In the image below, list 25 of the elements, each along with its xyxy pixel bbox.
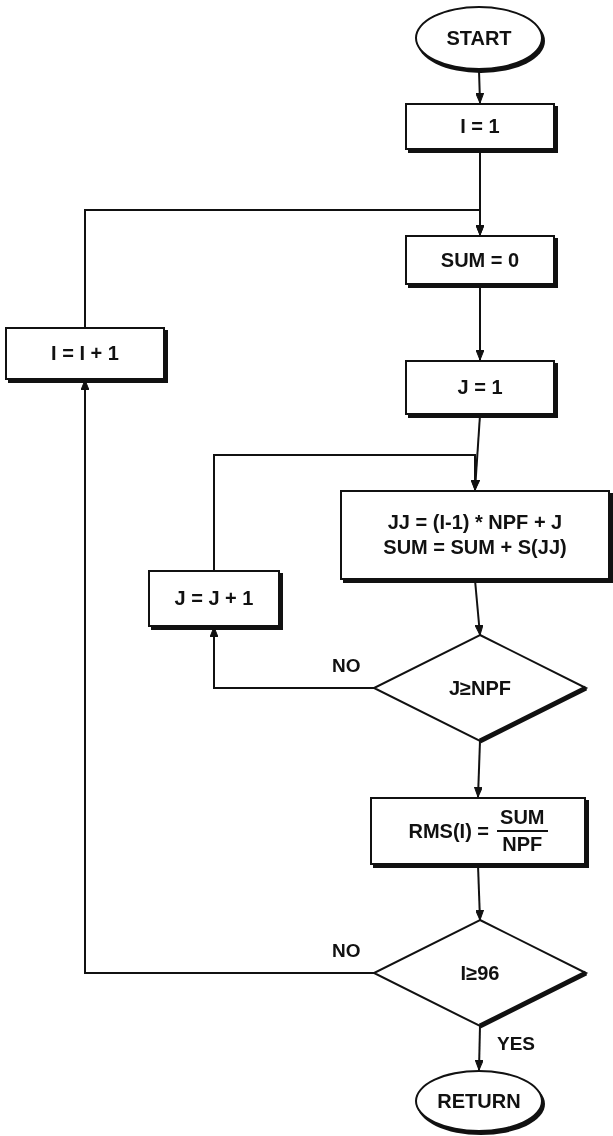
- node-text: J = J + 1: [174, 586, 254, 611]
- arrow: [84, 209, 485, 328]
- process-box: [405, 360, 555, 415]
- process-box: [5, 327, 165, 380]
- node-text: SUM = 0: [440, 247, 520, 273]
- process-box: [340, 490, 610, 580]
- node-text: RETURN: [437, 1088, 521, 1114]
- process-box: [405, 103, 555, 150]
- node-text: I = 1: [460, 114, 500, 139]
- node-text: I = I + 1: [51, 341, 119, 366]
- numerator-text: SUM: [497, 805, 548, 832]
- node-text: J≥NPF: [448, 675, 512, 701]
- node-text: JJ = (I-1) * NPF + J: [387, 510, 563, 535]
- denominator-text: NPF: [502, 832, 543, 857]
- process-box: [370, 797, 586, 865]
- arrow: [474, 1025, 484, 1071]
- process-box: [405, 235, 555, 285]
- node-text: START: [446, 25, 512, 51]
- arrow: [213, 454, 480, 571]
- node-text: SUM = SUM + S(JJ): [383, 535, 567, 560]
- arrow: [473, 740, 483, 798]
- node-text: I≥96: [460, 960, 500, 986]
- process-box: [148, 570, 280, 627]
- formula-text: RMS(I) =: [408, 818, 490, 844]
- node-text: J = 1: [457, 375, 503, 400]
